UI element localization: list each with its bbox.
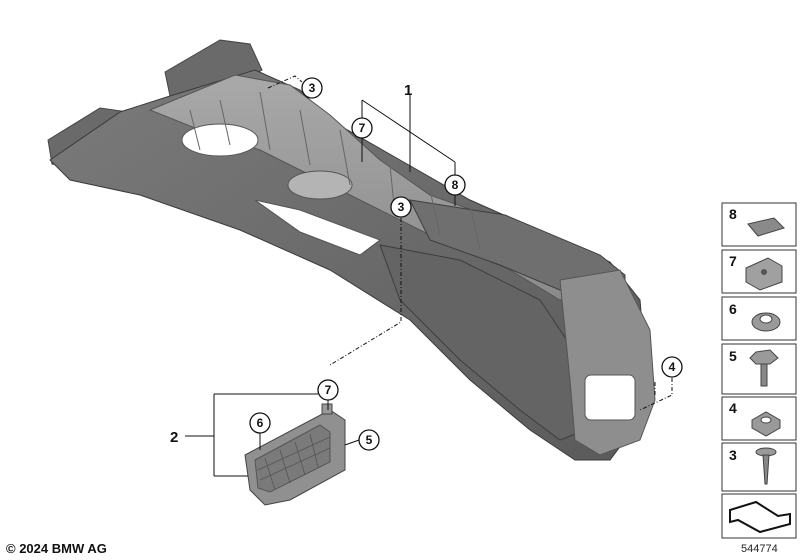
parts-panel-item-3: 3	[721, 442, 797, 492]
nut-icon	[751, 411, 781, 437]
parts-panel-item-4: 4	[721, 396, 797, 441]
side-panel	[379, 244, 586, 441]
svg-text:7: 7	[325, 383, 332, 397]
svg-text:7: 7	[359, 121, 366, 135]
callout-1: 1	[404, 82, 412, 99]
bracket-grid	[257, 433, 331, 491]
leader-3b	[329, 218, 402, 366]
parts-panel-item-5: 5	[721, 343, 797, 395]
rear-opening	[181, 123, 259, 157]
parts-panel-item-8: 8	[721, 202, 797, 247]
callout-3b: 3	[390, 196, 412, 218]
callout-2: 2	[170, 429, 178, 446]
svg-text:4: 4	[669, 360, 676, 374]
leader-5	[344, 439, 360, 446]
svg-text:5: 5	[729, 348, 737, 364]
parts-panel-item-6: 6	[721, 296, 797, 341]
parts-panel-item-7: 7	[721, 249, 797, 294]
assembly-symbol-icon	[729, 500, 791, 534]
svg-text:2: 2	[170, 429, 178, 446]
svg-text:4: 4	[729, 400, 737, 416]
center-console	[47, 39, 656, 461]
svg-text:6: 6	[257, 416, 264, 430]
front-frame	[559, 269, 656, 456]
callout-7b: 7	[351, 117, 373, 139]
leader-3a	[267, 75, 303, 89]
svg-text:3: 3	[309, 81, 316, 95]
svg-text:6: 6	[729, 301, 737, 317]
leader-4	[639, 378, 673, 411]
leader-lines	[185, 75, 673, 477]
front-opening	[584, 374, 636, 421]
bracket-part	[244, 403, 346, 506]
svg-text:8: 8	[729, 206, 737, 222]
frame-ribs	[189, 91, 481, 251]
svg-text:3: 3	[398, 200, 405, 214]
leader-7-8	[361, 99, 456, 176]
parts-panel: 8 7 6 5 4	[721, 202, 797, 539]
svg-text:3: 3	[729, 447, 737, 463]
cupholder-opening	[287, 170, 353, 200]
parts-panel-symbol	[721, 493, 797, 539]
clip-icon	[747, 217, 785, 237]
hex-bolt-icon	[749, 349, 779, 365]
svg-text:8: 8	[452, 178, 459, 192]
svg-text:5: 5	[366, 433, 373, 447]
leader-2	[185, 393, 318, 477]
copyright-notice: © 2024 BMW AG	[6, 541, 107, 556]
svg-text:7: 7	[729, 253, 737, 269]
diagram-id: 544774	[741, 543, 778, 555]
callout-4: 4	[661, 356, 683, 378]
svg-text:1: 1	[404, 82, 412, 99]
center-opening	[254, 199, 382, 256]
callout-5: 5	[358, 429, 380, 451]
callout-6: 6	[249, 412, 271, 434]
callout-8: 8	[444, 174, 466, 196]
callout-7a: 7	[317, 379, 339, 401]
callout-3a: 3	[301, 77, 323, 99]
